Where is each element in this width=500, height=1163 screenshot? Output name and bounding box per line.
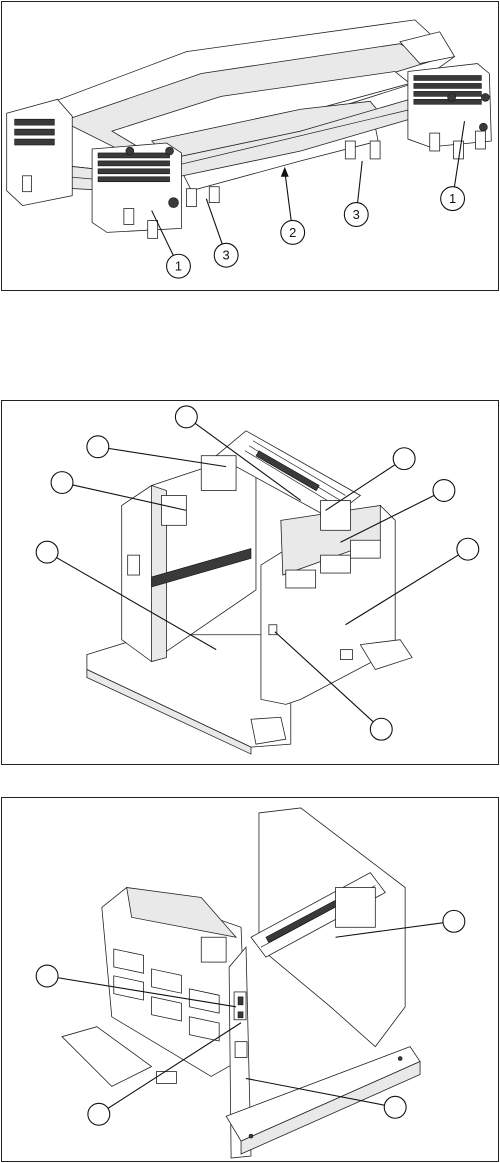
callout-k [88,1103,110,1125]
callout-2: 2 [281,220,305,244]
stand-rear-illustration [2,798,498,1161]
callout-d [51,472,73,494]
callout-c [393,448,415,470]
figure-panel-top: 1 3 2 3 1 [1,1,499,291]
stand-front-illustration [2,401,498,764]
callout-l [384,1096,406,1118]
svg-text:3: 3 [223,248,230,263]
callout-f [36,541,58,563]
callout-3-right: 3 [344,203,368,227]
callout-a [87,436,109,458]
svg-text:1: 1 [175,259,182,274]
callout-3-left: 3 [214,243,238,267]
callout-1-right: 1 [441,187,465,211]
callout-g [457,538,479,560]
svg-text:2: 2 [289,225,296,240]
figure-panel-middle [1,400,499,765]
callout-b [175,406,197,428]
callout-1-left: 1 [167,254,191,278]
callout-h [370,718,392,740]
svg-text:1: 1 [449,191,456,206]
svg-text:3: 3 [353,207,360,222]
callout-e [433,480,455,502]
callout-i [443,910,465,932]
figure-panel-bottom [1,797,499,1162]
machine-frame-illustration: 1 3 2 3 1 [2,2,498,290]
callout-j [36,965,58,987]
